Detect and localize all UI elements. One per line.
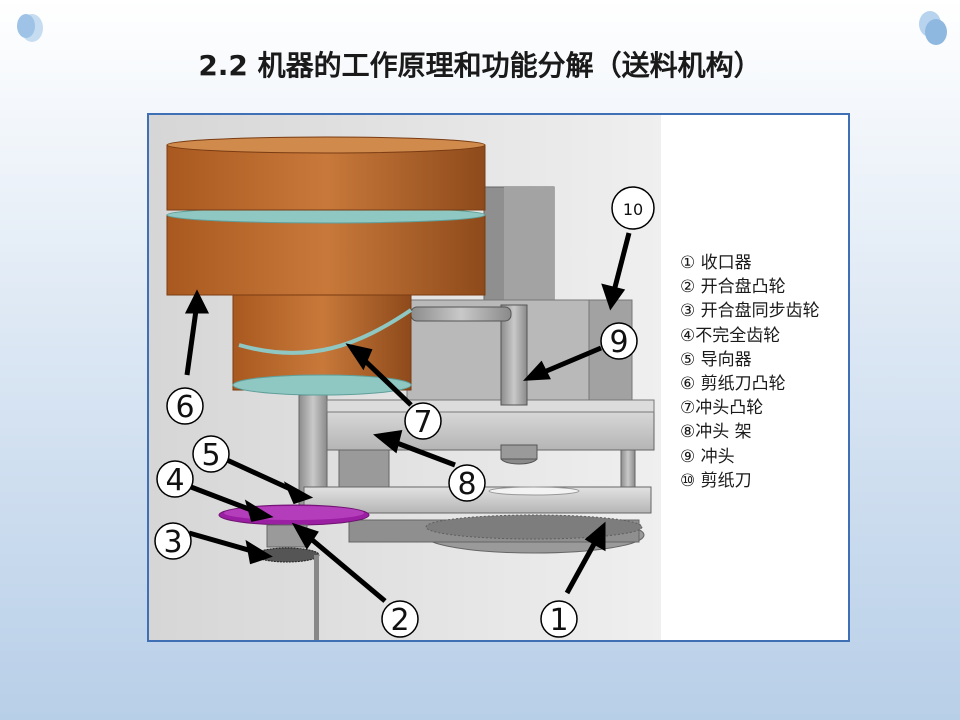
legend-item: ⑥ 剪纸刀凸轮	[680, 374, 786, 395]
parts-legend: ① 收口器 ② 开合盘凸轮 ③ 开合盘同步齿轮 ④不完全齿轮 ⑤ 导向器 ⑥ 剪…	[680, 251, 848, 493]
callout-6: 6	[166, 387, 204, 425]
svg-text:9: 9	[609, 325, 628, 360]
callout-9: 9	[600, 322, 638, 360]
svg-text:7: 7	[413, 405, 432, 440]
upper-cam-disk	[166, 144, 486, 211]
legend-item: ② 开合盘凸轮	[680, 277, 786, 298]
legend-item: ④不完全齿轮	[680, 325, 781, 346]
callout-7: 7	[404, 402, 442, 440]
svg-text:2: 2	[390, 603, 409, 638]
svg-text:6: 6	[175, 390, 194, 425]
svg-text:10: 10	[623, 200, 643, 219]
punch-rod	[500, 304, 528, 406]
legend-item: ⑧冲头 架	[680, 422, 752, 443]
slide-title: 2.2 机器的工作原理和功能分解（送料机构）	[198, 49, 762, 82]
mechanism-drawing: 6 7 8 9 10 5 4	[149, 115, 661, 640]
legend-item: ⑩ 剪纸刀	[680, 470, 752, 491]
legend-item: ⑦冲头凸轮	[680, 398, 764, 419]
callout-arrows	[184, 232, 632, 603]
svg-text:1: 1	[549, 603, 568, 638]
svg-text:3: 3	[163, 525, 182, 560]
svg-text:4: 4	[165, 463, 184, 498]
callout-1: 1	[540, 600, 578, 638]
legend-item: ③ 开合盘同步齿轮	[680, 301, 820, 322]
legend-item: ⑨ 冲头	[680, 446, 735, 467]
corner-drop-right-icon	[919, 11, 947, 45]
mechanism-figure: 6 7 8 9 10 5 4	[147, 113, 850, 642]
callout-2: 2	[381, 600, 419, 638]
legend-item: ① 收口器	[680, 253, 752, 273]
legend-item: ⑤ 导向器	[680, 349, 752, 370]
callout-4: 4	[156, 460, 194, 498]
callout-8: 8	[448, 464, 486, 502]
corner-drop-left-icon	[17, 14, 43, 42]
svg-text:5: 5	[201, 438, 220, 473]
bottom-shaft	[314, 555, 319, 640]
callout-5: 5	[192, 435, 230, 473]
punch-arm	[410, 306, 512, 322]
lower-cam-disk	[166, 214, 486, 296]
callout-markers: 6 7 8 9 10 5 4	[154, 186, 655, 638]
cam-hub	[232, 284, 412, 391]
svg-text:8: 8	[457, 467, 476, 502]
callout-10: 10	[611, 186, 655, 230]
callout-3: 3	[154, 522, 192, 560]
